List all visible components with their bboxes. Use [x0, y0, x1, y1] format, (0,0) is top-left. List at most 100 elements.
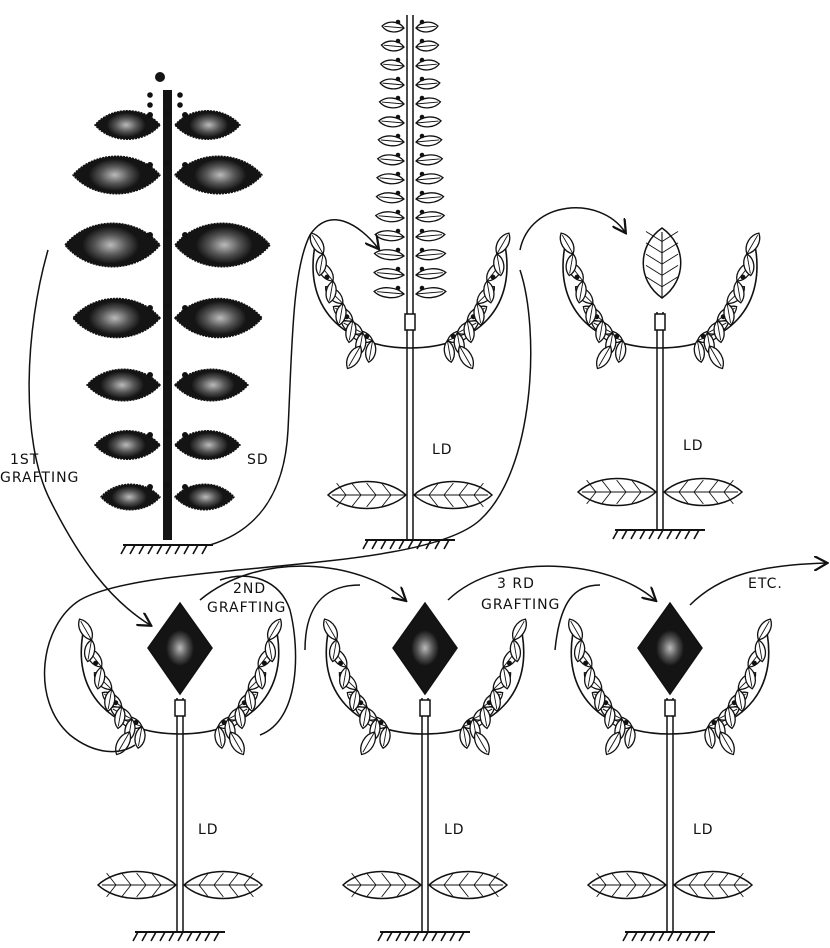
sd-leaf: [175, 223, 270, 267]
flower-bud: [420, 229, 425, 234]
flower-bud: [396, 210, 401, 215]
flower-bud: [396, 20, 401, 25]
third-grafting-label-line1: 3 RD: [497, 576, 535, 592]
lower-leaf: [328, 482, 406, 509]
leaf: [380, 59, 404, 71]
flower-bud: [182, 432, 188, 438]
grafted-dark-leaf: [393, 603, 457, 694]
second-grafting-label-line1: 2ND: [233, 581, 266, 597]
flower-bud: [177, 92, 183, 98]
leaf: [377, 154, 404, 166]
flower-bud: [164, 430, 170, 436]
ld-label-top-right: LD: [683, 438, 704, 454]
leaf: [377, 173, 405, 185]
flower-bud: [741, 275, 746, 280]
flower-bud: [752, 661, 757, 666]
bottom-middle-loop-arrow: [305, 585, 360, 650]
sd-leaf: [73, 156, 160, 194]
leaf: [416, 78, 441, 90]
leaf: [492, 230, 513, 256]
lower-leaf: [184, 872, 262, 899]
flower-bud: [164, 482, 170, 488]
sd-leaf: [175, 156, 262, 194]
leaf: [75, 616, 96, 642]
lower-leaf: [664, 479, 742, 506]
ld-plant-bottom-right: [565, 603, 775, 941]
sd-leaf: [73, 299, 160, 338]
flower-bud: [182, 484, 188, 490]
flower-bud: [182, 372, 188, 378]
flower-bud: [147, 112, 153, 118]
leaf: [264, 616, 285, 642]
scion-leaf: [643, 228, 681, 298]
flower-bud: [420, 172, 425, 177]
flower-bud: [182, 305, 188, 311]
ld-label-top-middle: LD: [432, 442, 453, 458]
leaf: [416, 154, 443, 166]
grafted-dark-leaf: [638, 603, 702, 694]
flower-bud: [147, 372, 153, 378]
flower-bud: [396, 115, 401, 120]
flower-bud: [396, 39, 401, 44]
flower-bud: [396, 286, 401, 291]
flower-bud: [164, 370, 170, 376]
flower-bud: [338, 661, 343, 666]
flower-bud: [396, 134, 401, 139]
flower-bud: [420, 134, 425, 139]
flower-bud: [396, 153, 401, 158]
lower-leaf: [588, 872, 666, 899]
ld-label-bottom-left: LD: [198, 822, 219, 838]
sd-label: SD: [247, 452, 269, 468]
graft-union: [665, 700, 675, 716]
flower-bud: [177, 102, 183, 108]
leaf: [416, 59, 440, 71]
flower-bud: [396, 77, 401, 82]
ld-plant-bottom-left: [75, 603, 285, 941]
flower-bud: [420, 153, 425, 158]
flower-bud: [396, 267, 401, 272]
leaf: [320, 616, 341, 642]
bottom-right-loop-arrow: [555, 585, 600, 650]
flower-bud: [164, 230, 170, 236]
sd-leaf: [175, 299, 262, 338]
flower-bud: [420, 96, 425, 101]
leaf: [380, 78, 405, 90]
flower-bud: [420, 286, 425, 291]
flower-bud: [396, 191, 401, 196]
leaf: [416, 135, 443, 147]
leaf: [416, 97, 441, 109]
flower-bud: [147, 305, 153, 311]
flower-bud: [575, 275, 580, 280]
flower-bud: [182, 232, 188, 238]
flower-bud: [182, 112, 188, 118]
leaf: [416, 21, 439, 33]
flower-bud: [164, 110, 170, 116]
terminal-bud: [155, 72, 165, 82]
leaf: [382, 21, 405, 33]
leaf: [416, 173, 444, 185]
flower-bud: [147, 432, 153, 438]
lower-leaf: [343, 872, 421, 899]
flower-bud: [420, 115, 425, 120]
leaf: [754, 616, 775, 642]
flower-bud: [182, 162, 188, 168]
sd-leaf: [65, 223, 160, 267]
leaf: [416, 116, 442, 128]
leaf: [378, 135, 405, 147]
first-grafting-label-line2: GRAFTING: [0, 470, 79, 486]
ld-plant-top-middle: [307, 15, 514, 549]
leaf: [416, 40, 439, 52]
flower-bud: [420, 39, 425, 44]
ld-plant-bottom-middle: [320, 603, 530, 941]
flower-bud: [93, 661, 98, 666]
leaf: [381, 40, 404, 52]
flower-bud: [396, 172, 401, 177]
lower-leaf: [674, 872, 752, 899]
ld-plant-top-right: [557, 228, 764, 539]
flower-bud: [420, 191, 425, 196]
flower-bud: [147, 92, 153, 98]
ld-label-bottom-middle: LD: [444, 822, 465, 838]
flower-bud: [420, 77, 425, 82]
flower-bud: [396, 248, 401, 253]
flower-bud: [420, 248, 425, 253]
